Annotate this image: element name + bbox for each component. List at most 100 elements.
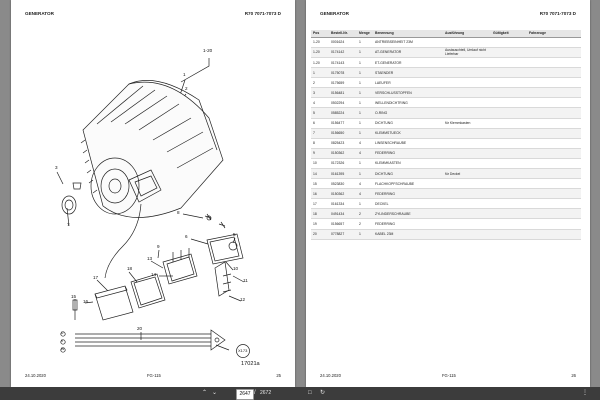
table-cell: 15 <box>311 178 329 190</box>
page-code: R70 7071-7073 D <box>539 11 576 16</box>
table-cell <box>491 168 527 180</box>
table-cell <box>491 97 527 109</box>
table-cell <box>491 37 527 48</box>
callout-14: 14 <box>151 272 157 277</box>
page-number-input[interactable]: 2647 <box>236 389 254 400</box>
table-cell <box>527 148 581 159</box>
exploded-view-drawing <box>56 58 250 358</box>
total-pages: 2672 <box>260 390 272 396</box>
table-cell <box>527 229 581 240</box>
table-cell: VERSCHLUSSTOPFEN <box>373 87 443 99</box>
callout-9: 9 <box>157 244 160 249</box>
table-cell: DICHTUNG <box>373 118 443 129</box>
table-cell: 1-20 <box>311 47 329 58</box>
callout-6: 6 <box>185 234 188 239</box>
table-cell <box>527 77 581 89</box>
table-cell: 0502294 <box>329 97 357 109</box>
fit-page-icon[interactable]: □ <box>308 390 312 396</box>
table-cell <box>491 229 527 240</box>
table-cell <box>443 37 491 48</box>
table-cell: 0174143 <box>329 57 357 69</box>
footer-date: 24.10.2020 <box>320 373 341 378</box>
table-cell <box>527 107 581 119</box>
table-cell: 0825423 <box>329 138 357 149</box>
column-header: Gültigkeit <box>491 30 527 38</box>
table-cell: 0156477 <box>329 118 357 129</box>
table-cell: 0156650 <box>329 128 357 139</box>
table-cell: DECKEL <box>373 198 443 210</box>
table-cell: O-RING <box>373 107 443 119</box>
table-cell <box>443 67 491 79</box>
more-icon[interactable]: ⋮ <box>582 390 588 396</box>
table-cell: 1 <box>311 67 329 79</box>
table-cell <box>491 118 527 129</box>
connector-letter-u: U <box>61 331 64 335</box>
table-cell: 0156481 <box>329 87 357 99</box>
table-cell: DICHTUNG <box>373 168 443 180</box>
table-cell: 5 <box>311 107 329 119</box>
callout-5: 5 <box>233 232 236 237</box>
table-cell <box>443 158 491 170</box>
table-cell: ET-GENERATOR <box>373 57 443 69</box>
callout-16: 16 <box>83 299 89 304</box>
footer-page-number: 25 <box>276 373 281 378</box>
table-cell: LINSENSCHRAUBE <box>373 138 443 149</box>
table-cell: 1 <box>357 47 373 58</box>
table-cell: KLEMMKASTEN <box>373 158 443 170</box>
column-header: Fahrzeuge <box>527 30 581 38</box>
table-cell <box>527 97 581 109</box>
callout-7: 7 <box>67 222 70 227</box>
page-code: R70 7071-7073 D <box>244 11 281 16</box>
table-cell: FEDERRING <box>373 218 443 230</box>
left-page: GENERATOR R70 7071-7073 D <box>11 0 295 387</box>
table-cell: 1-20 <box>311 57 329 69</box>
table-cell <box>527 208 581 220</box>
table-cell <box>491 67 527 79</box>
page-title: GENERATOR <box>320 11 349 16</box>
rotate-icon[interactable]: ↻ <box>320 390 326 396</box>
chevron-up-icon[interactable]: ⌃ <box>202 390 208 396</box>
table-cell: WELLENDICHTRING <box>373 97 443 109</box>
table-cell <box>527 198 581 210</box>
table-header-row: Pos Bestell-Nr. Menge Benennung Ausführu… <box>311 30 581 38</box>
callout-17: 17 <box>93 275 99 280</box>
table-cell: 4 <box>357 178 373 190</box>
table-cell: AT-GENERATOR <box>373 47 443 58</box>
table-cell: KLEMMSTUECK <box>373 128 443 139</box>
table-cell: FEDERRING <box>373 188 443 200</box>
table-cell: 0156657 <box>329 218 357 230</box>
table-cell: 19 <box>311 218 329 230</box>
callout-8: 8 <box>177 210 180 215</box>
column-header: Pos <box>311 30 329 38</box>
table-cell: 1 <box>357 198 373 210</box>
table-cell: 0175078 <box>329 67 357 79</box>
table-cell: 7 <box>311 128 329 139</box>
table-cell: 0174142 <box>329 47 357 58</box>
table-cell: 0778827 <box>329 229 357 240</box>
table-cell: 2 <box>357 208 373 220</box>
table-cell: 1 <box>357 128 373 139</box>
chevron-down-icon[interactable]: ⌄ <box>212 390 218 396</box>
table-cell <box>491 138 527 149</box>
table-cell: 14 <box>311 168 329 180</box>
footer-page-number: 26 <box>571 373 576 378</box>
table-cell <box>491 178 527 190</box>
viewer-toolbar: ⌃ ⌄ 2647 / 2672 □ ↻ ⋮ <box>0 387 600 400</box>
callout-1: 1 <box>183 72 186 77</box>
table-cell: 0161334 <box>329 198 357 210</box>
table-cell: 1 <box>357 97 373 109</box>
callout-3: 3 <box>55 165 58 170</box>
right-page: GENERATOR R70 7071-7073 D Pos Bestell-Nr… <box>306 0 590 387</box>
